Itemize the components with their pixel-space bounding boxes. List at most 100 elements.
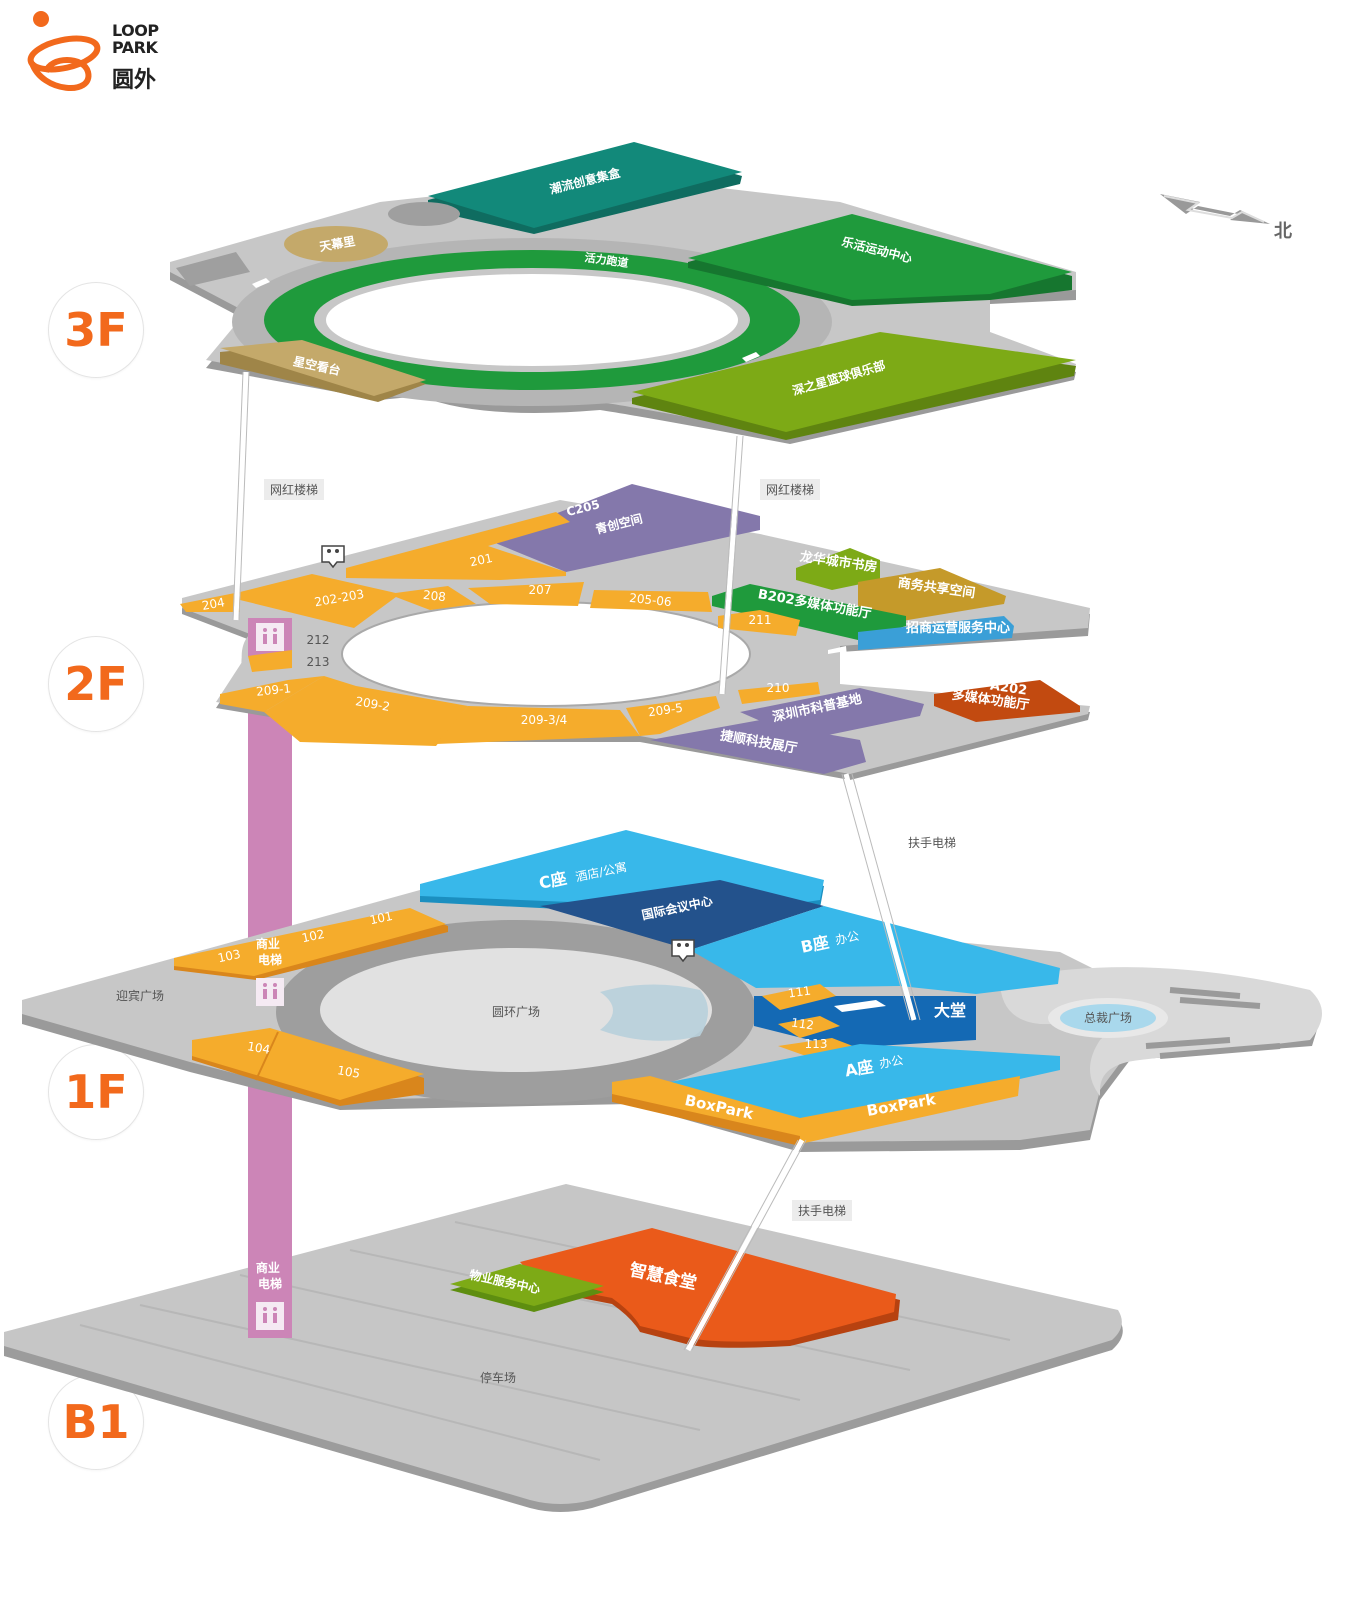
- label-unit-212: 212: [307, 633, 330, 647]
- connector-edges: [232, 371, 921, 1351]
- label-a202-code: A202: [989, 679, 1028, 699]
- label-unit-102: 102: [301, 927, 326, 945]
- units-104-105[interactable]: [192, 1028, 424, 1100]
- unit-112[interactable]: [778, 1016, 840, 1038]
- unit-212[interactable]: [248, 650, 292, 672]
- label-unit-112: 112: [790, 1016, 815, 1033]
- label-commercial-elevator-2: 商业 电梯: [256, 1260, 284, 1291]
- unit-209-1[interactable]: [220, 676, 324, 712]
- floor-2f: [180, 484, 1090, 780]
- label-parking: 停车场: [480, 1370, 516, 1385]
- label-unit-213: 213: [307, 655, 330, 669]
- elevator-icon: [256, 628, 284, 1330]
- escalator-tag-lower: 扶手电梯: [792, 1200, 853, 1221]
- area-trend-creative-box[interactable]: [428, 142, 742, 228]
- area-circle-plaza[interactable]: [320, 948, 712, 1072]
- parking-stripes-1f: [1145, 987, 1281, 1059]
- area-lehuo-sports[interactable]: [688, 214, 1072, 300]
- label-unit-105: 105: [336, 1063, 361, 1081]
- unit-208[interactable]: [388, 586, 476, 610]
- north-label: 北: [1274, 221, 1292, 242]
- area-smart-canteen[interactable]: [520, 1228, 896, 1342]
- area-investment-service[interactable]: [858, 616, 1014, 650]
- label-tower-a: A座: [843, 1057, 874, 1081]
- label-president-plaza: 总裁广场: [1084, 1011, 1132, 1025]
- compass: [1160, 190, 1300, 250]
- label-unit-208: 208: [422, 588, 446, 604]
- unit-207[interactable]: [468, 582, 584, 606]
- unit-202-203[interactable]: [240, 574, 400, 628]
- compass-arrow-icon: [1160, 194, 1270, 224]
- label-unit-103: 103: [217, 947, 242, 965]
- label-tianmuli: 天幕里: [318, 233, 356, 254]
- label-unit-209-3-4: 209-3/4: [521, 713, 568, 727]
- label-circle-plaza: 圆环广场: [492, 1005, 540, 1019]
- label-unit-113: 113: [805, 1037, 828, 1051]
- area-a202[interactable]: [934, 680, 1080, 722]
- unit-205-06[interactable]: [590, 590, 712, 612]
- wanghong-stair-tag-right: 网红楼梯: [760, 479, 821, 500]
- unit-209-5[interactable]: [626, 696, 720, 736]
- unit-111[interactable]: [762, 984, 836, 1010]
- floor-3f: [170, 142, 1076, 444]
- label-unit-210: 210: [767, 681, 790, 695]
- label-unit-201: 201: [469, 551, 494, 569]
- floor-1f: [22, 830, 1322, 1152]
- brand-name-cn: 圆外: [112, 68, 157, 93]
- label-unit-207: 207: [529, 583, 552, 597]
- escalator-icon: [252, 278, 886, 1012]
- area-boxpark-right[interactable]: [800, 1076, 1020, 1144]
- label-vitality-track: 活力跑道: [584, 250, 630, 270]
- area-starry-stand[interactable]: [220, 340, 426, 396]
- label-lobby: 大堂: [934, 1001, 966, 1020]
- area-b202[interactable]: [712, 584, 906, 640]
- label-unit-205-06: 205-06: [629, 591, 673, 609]
- label-unit-104: 104: [246, 1039, 271, 1057]
- label-investment-service: 招商运营服务中心: [906, 620, 1010, 636]
- label-unit-209-1: 209-1: [256, 681, 292, 699]
- area-shenzhixing-basketball[interactable]: [632, 332, 1076, 432]
- label-tower-a-sub: 办公: [878, 1052, 904, 1071]
- floor-badge-2f[interactable]: 2F: [48, 636, 144, 732]
- label-unit-211: 211: [749, 613, 772, 627]
- unit-201[interactable]: [346, 512, 570, 580]
- unit-209-3-4[interactable]: [436, 706, 640, 744]
- unit-113[interactable]: [778, 1038, 858, 1056]
- connector-lines: [233, 371, 917, 1352]
- area-jieshun-showroom[interactable]: [650, 712, 866, 774]
- brand-name-en: LOOP PARK: [112, 21, 159, 57]
- label-unit-204: 204: [201, 595, 226, 613]
- label-unit-111: 111: [787, 984, 812, 1001]
- area-boxpark-left[interactable]: [612, 1076, 800, 1136]
- restroom-icon[interactable]: [321, 545, 695, 963]
- area-tianmuli[interactable]: [284, 226, 388, 262]
- area-president-plaza[interactable]: [1060, 1004, 1156, 1032]
- label-welcome-plaza: 迎宾广场: [116, 988, 164, 1003]
- area-intl-conference[interactable]: [540, 880, 824, 950]
- escalator-tag-upper: 扶手电梯: [902, 832, 963, 853]
- floor-badge-3f[interactable]: 3F: [48, 282, 144, 378]
- area-tower-b[interactable]: [690, 906, 1060, 994]
- unit-211[interactable]: [718, 610, 800, 636]
- floor-badge-1f[interactable]: 1F: [48, 1044, 144, 1140]
- brand-logo: LOOP PARK 圆外: [24, 8, 184, 98]
- wanghong-stair-tag-left: 网红楼梯: [264, 479, 325, 500]
- label-unit-209-2: 209-2: [354, 694, 391, 714]
- label-unit-209-5: 209-5: [647, 701, 683, 720]
- units-101-103[interactable]: [174, 908, 446, 976]
- unit-209-2[interactable]: [264, 676, 468, 746]
- area-youth-innovation[interactable]: [488, 484, 760, 572]
- elevator-label-line: 电梯: [258, 952, 282, 967]
- area-business-share[interactable]: [858, 568, 1006, 622]
- label-unit-101: 101: [369, 909, 394, 927]
- area-property-service[interactable]: [450, 1264, 604, 1306]
- area-longhua-library[interactable]: [796, 548, 880, 590]
- area-tower-a[interactable]: [650, 1044, 1060, 1124]
- floor-b1: [4, 1184, 1123, 1512]
- label-commercial-elevator-1: 商业 电梯: [256, 936, 284, 967]
- elevator-icon: [256, 623, 284, 651]
- unit-210[interactable]: [738, 682, 820, 704]
- label-tower-b-sub: 办公: [834, 928, 861, 948]
- unit-204[interactable]: [180, 592, 240, 612]
